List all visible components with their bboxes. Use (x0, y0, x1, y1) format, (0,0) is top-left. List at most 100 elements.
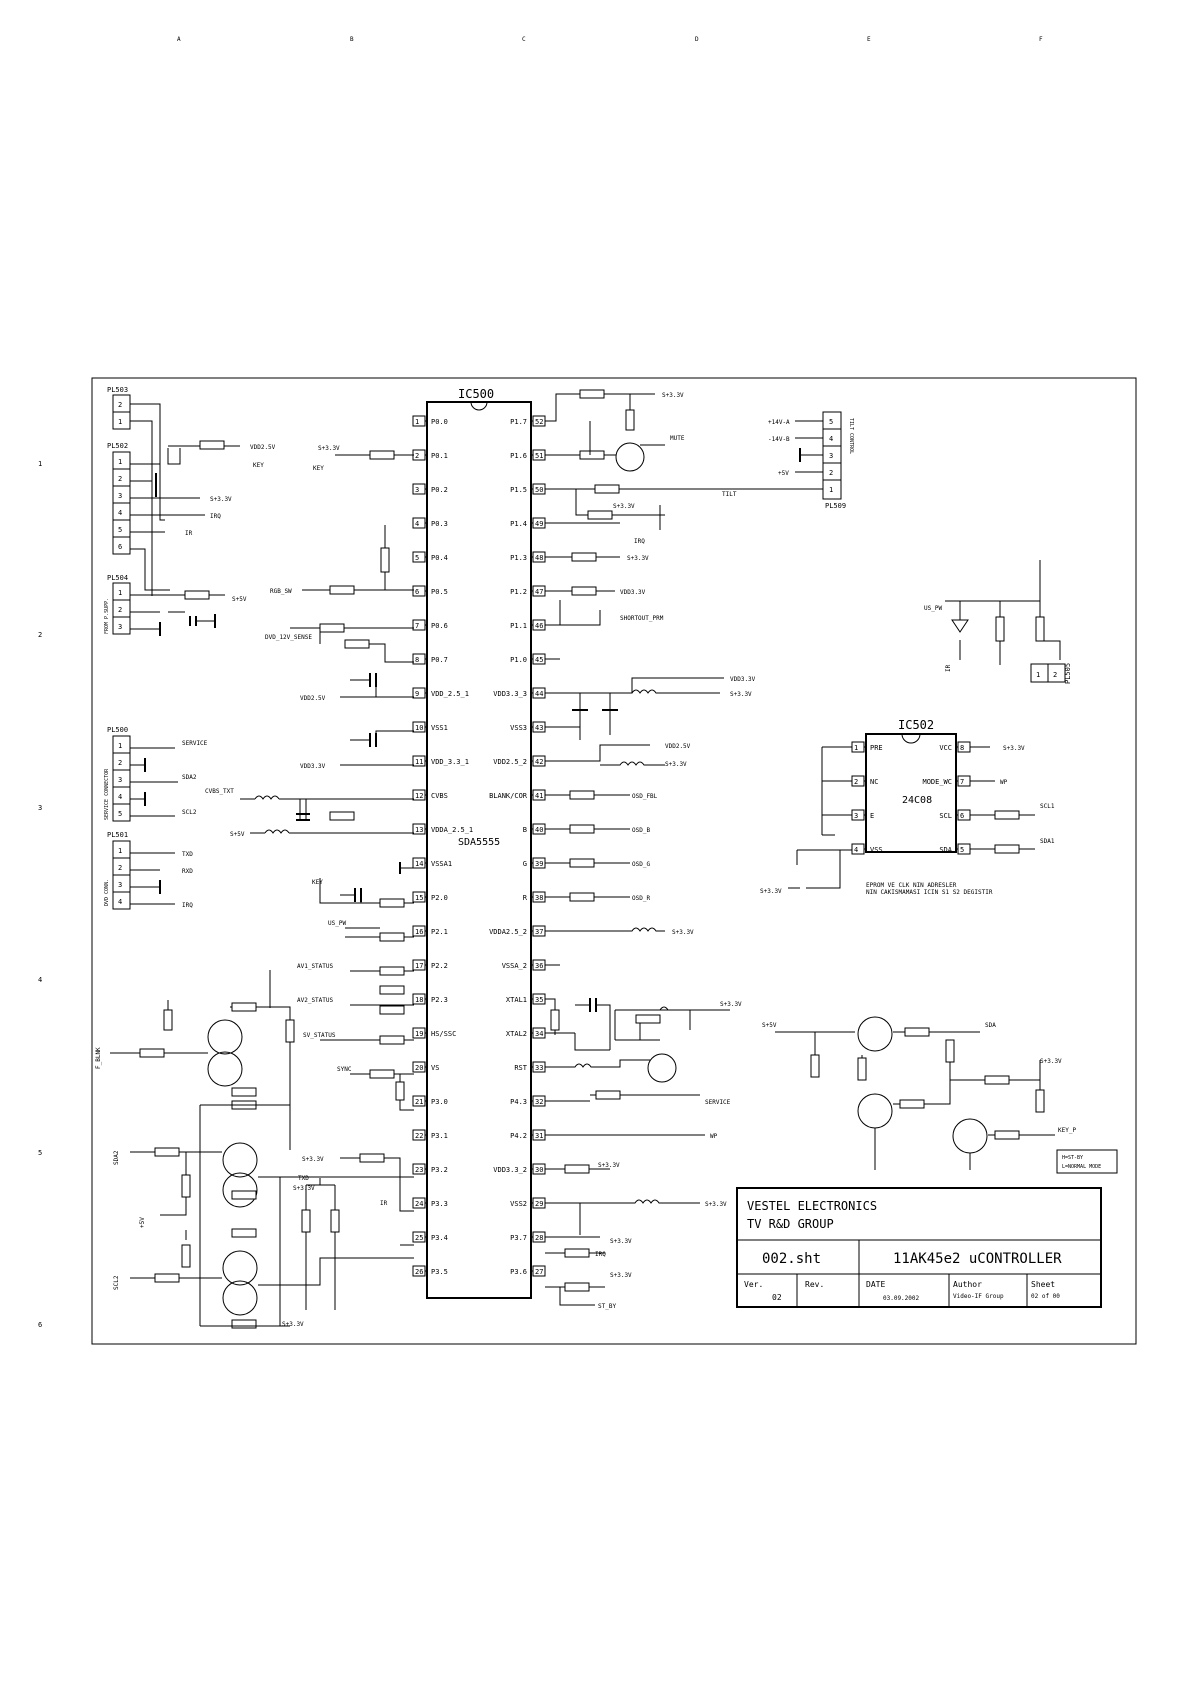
col-marker: E (867, 36, 871, 43)
ic500-pin-number: 48 (535, 554, 543, 562)
pl500-pin: 4 (118, 793, 122, 801)
pl501-ref: PL501 (107, 831, 128, 839)
pl504: PL504 1 2 3 FROM P.SUPP. (104, 574, 131, 635)
ic500-pin-name: VDD3.3_3 (493, 690, 527, 698)
net-label: VDD3.3V (730, 676, 756, 683)
net-label: IR (185, 530, 193, 537)
net-label: F_BLNK (95, 1047, 102, 1069)
ic500-pin-name: P1.7 (510, 418, 527, 426)
transistor-q506 (952, 1118, 988, 1154)
net-label: IRQ (182, 902, 193, 909)
ic500-pin-number: 17 (415, 962, 423, 970)
pl509-side: TILT CONTROL (848, 418, 854, 454)
author-value: Video-IF Group (953, 1293, 1004, 1300)
ic500-right-pins: 52P1.751P1.650P1.549P1.448P1.347P1.246P1… (489, 415, 546, 1277)
date-value: 03.09.2002 (883, 1295, 920, 1302)
ic500-pin-name: P1.0 (510, 656, 527, 664)
transistor-q500 (222, 1250, 258, 1286)
ic500-pin: 39G (523, 857, 546, 869)
ic500-pin-number: 38 (535, 894, 543, 902)
net-label: SERVICE (182, 740, 208, 747)
ic500-pin-name: P0.0 (431, 418, 448, 426)
net-label: S+3.3V (613, 503, 635, 510)
net-label: S+3.3V (318, 445, 340, 452)
left-net-labels: VDD2.5V KEY S+3.3V IRQ IR S+5V SERVICE S… (182, 444, 276, 909)
ic500-pin-number: 13 (415, 826, 423, 834)
ic500-pin-name: R (523, 894, 528, 902)
ic500-pin-name: P0.1 (431, 452, 448, 460)
pl503-pin: 1 (118, 418, 122, 426)
net-label: S+3.3V (627, 555, 649, 562)
ic500-pin-name: P4.2 (510, 1132, 527, 1140)
net-label: CVBS_TXT (205, 788, 234, 795)
ic500-pin-number: 46 (535, 622, 543, 630)
rev-label: Rev. (805, 1280, 824, 1289)
net-label: MUTE (670, 435, 685, 442)
net-label: AV2_STATUS (297, 997, 334, 1004)
ver-label: Ver. (744, 1280, 763, 1289)
ic500-pin-name: VSS2 (510, 1200, 527, 1208)
company-name: VESTEL ELECTRONICS (747, 1199, 877, 1213)
ic500-pin-number: 19 (415, 1030, 423, 1038)
col-marker: B (350, 36, 354, 43)
row-marker: 5 (38, 1149, 42, 1157)
ic500-pin-number: 36 (535, 962, 543, 970)
pl504-pin: 3 (118, 623, 122, 631)
net-label: S+3.3V (610, 1272, 632, 1279)
ic500-pin-name: P0.2 (431, 486, 448, 494)
net-label: S+3.3V (662, 392, 684, 399)
ic500-pin-number: 8 (415, 656, 419, 664)
pl509-pin: 2 (829, 469, 833, 477)
pl500: PL500 1 2 3 4 5 SERVICE CONNECTOR (104, 726, 131, 822)
ic500-pin-name: P1.6 (510, 452, 527, 460)
sheet-label: Sheet (1031, 1280, 1055, 1289)
ic500-pin-name: VDDA2.5_2 (489, 928, 527, 936)
ic500-pin-name: XTAL2 (506, 1030, 527, 1038)
net-label: +5V (139, 1217, 146, 1228)
ic500-pin-name: P2.1 (431, 928, 448, 936)
ic500-pin-number: 7 (415, 622, 419, 630)
ic500-pin-number: 32 (535, 1098, 543, 1106)
pl509-pin: 1 (829, 486, 833, 494)
legend-line: H=ST-BY (1062, 1155, 1083, 1161)
pl502-pin: 5 (118, 526, 122, 534)
ic500-pin-name: XTAL1 (506, 996, 527, 1004)
row-marker: 4 (38, 976, 42, 984)
ic500-pin-number: 37 (535, 928, 543, 936)
net-label: S+5V (762, 1022, 777, 1029)
ic500-pin-name: RST (514, 1064, 527, 1072)
ic500-pin-number: 33 (535, 1064, 543, 1072)
ic500-pin-number: 44 (535, 690, 543, 698)
ic500-pin-number: 42 (535, 758, 543, 766)
ver-value: 02 (772, 1293, 782, 1302)
net-label: SCL2 (182, 809, 197, 816)
net-label: SV_STATUS (303, 1032, 336, 1039)
ic502-note-2: NIN CAKISMAMASI ICIN S1 S2 DEGISTIR (866, 889, 993, 896)
ic500-pin-name: P4.3 (510, 1098, 527, 1106)
ic500-pin-name: VDDA_2.5_1 (431, 826, 473, 834)
net-label: RXD (182, 868, 193, 875)
company-group: TV R&D GROUP (747, 1217, 834, 1231)
ic500-pin-name: VDD2.5_2 (493, 758, 527, 766)
ic500-pin-number: 40 (535, 826, 543, 834)
net-label: +5V (778, 470, 789, 477)
pl502-pin: 4 (118, 509, 122, 517)
net-label: OSD_G (632, 861, 650, 868)
ic500-pin-name: P0.3 (431, 520, 448, 528)
net-label: IRQ (210, 513, 221, 520)
ic500-pin-number: 9 (415, 690, 419, 698)
net-label: VDD3.3V (300, 763, 326, 770)
ic502-pin-name: NC (870, 778, 878, 786)
ic502-part: 24C08 (902, 795, 932, 806)
ic500-pin-name: P0.6 (431, 622, 448, 630)
net-label: SCL1 (1040, 803, 1055, 810)
pl502: PL502 1 2 3 4 5 6 (107, 442, 131, 555)
